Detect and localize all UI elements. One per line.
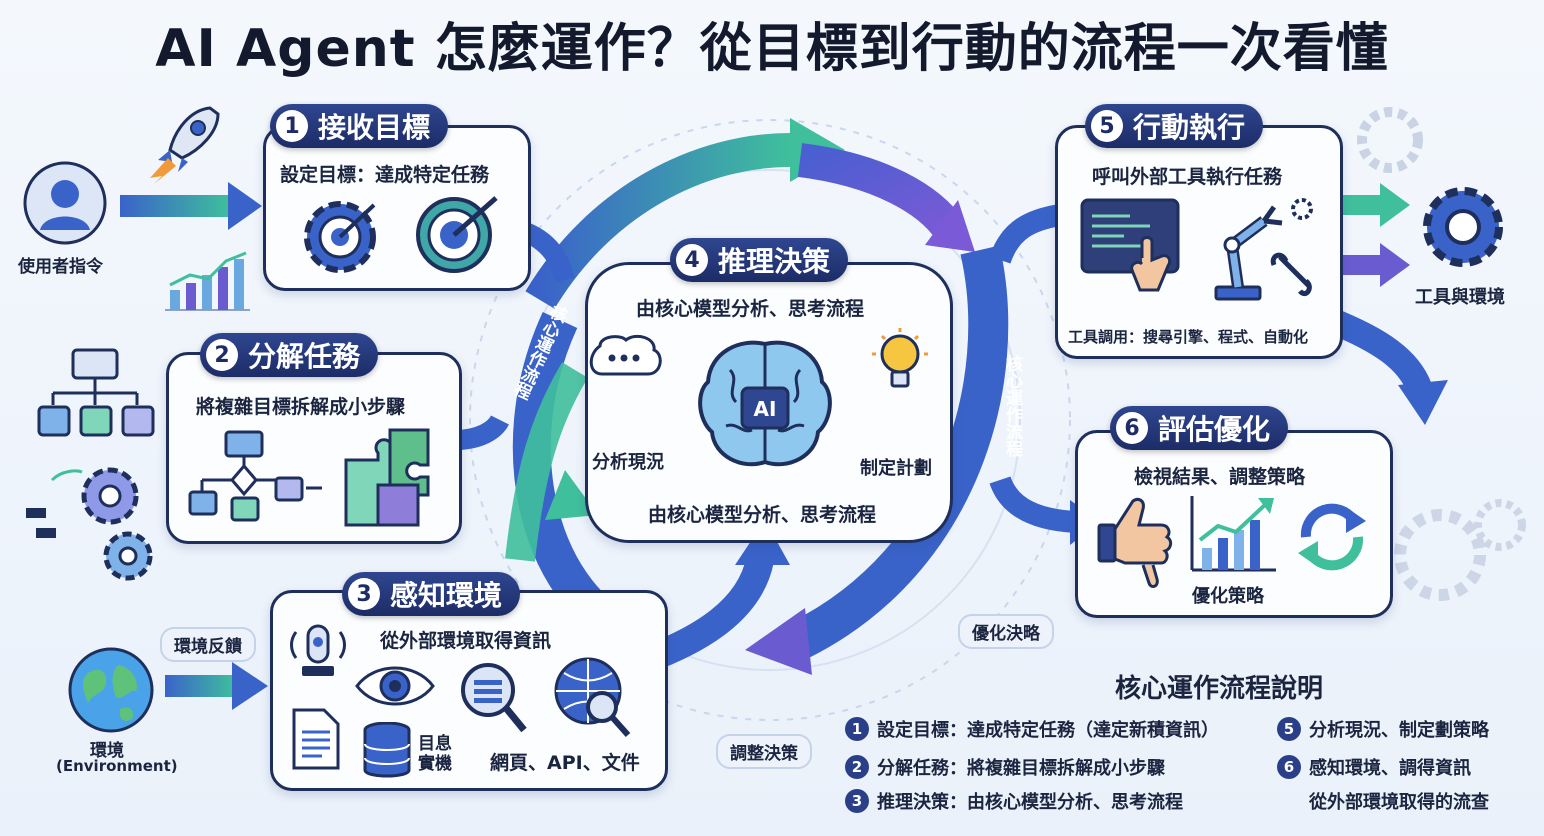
- camera-sensor-icon: [288, 622, 348, 686]
- chat-bubble-icon: [586, 334, 662, 386]
- step-1-subtitle: 設定目標：達成特定任務: [280, 164, 490, 186]
- ring-arrow-right: [790, 245, 1009, 658]
- bar-chart-icon: [160, 245, 255, 319]
- step-4-left-label: 分析現況: [592, 452, 664, 473]
- code-screen-icon: [1080, 198, 1185, 302]
- user-avatar-icon: [22, 160, 108, 250]
- user-command-label: 使用者指令: [18, 257, 103, 277]
- step-4-subtitle: 由核心模型分析、思考流程: [636, 298, 865, 320]
- legend-title: 核心運作流程說明: [1115, 674, 1324, 704]
- step-6-bottom-label: 優化策略: [1192, 586, 1264, 607]
- refresh-icon: [1292, 497, 1372, 581]
- step-5-subtitle: 呼叫外部工具執行任務: [1092, 166, 1283, 188]
- gear-icon: [1418, 182, 1508, 276]
- step-3-db-label: 目息 實機: [418, 734, 452, 774]
- gears-icon: [22, 458, 162, 592]
- document-icon: [290, 708, 342, 774]
- step-2-subtitle: 將複雜目標拆解成小步驟: [196, 396, 406, 418]
- environment-label: 環境: [90, 741, 124, 761]
- magnifier-data-icon: [458, 660, 528, 739]
- step-4-right-label: 制定計劃: [860, 458, 932, 479]
- eye-icon: [355, 660, 435, 716]
- optimize-decision-tag: 優化決略: [958, 614, 1054, 649]
- flowchart-icon: [186, 430, 326, 529]
- adjust-decision-tag: 調整決策: [716, 734, 812, 769]
- puzzle-icon: [338, 425, 438, 534]
- bullseye-icon: [412, 190, 507, 279]
- hierarchy-icon: [35, 345, 155, 444]
- tools-environment-label: 工具與環境: [1415, 287, 1505, 308]
- growth-chart-icon: [1188, 492, 1278, 578]
- brain-ai-icon: AI: [690, 330, 840, 484]
- ring-arrow-right-top: [797, 143, 965, 241]
- step-5-bottom-label: 工具調用：搜尋引擎、程式、自動化: [1068, 328, 1309, 346]
- environment-feedback-tag: 環境反饋: [160, 627, 256, 662]
- page-title: AI Agent 怎麼運作？從目標到行動的流程一次看懂: [155, 19, 1389, 79]
- step-4-bottom-label: 由核心模型分析、思考流程: [648, 504, 877, 526]
- environment-label-en: (Environment): [56, 757, 178, 775]
- lightbulb-icon: [868, 326, 932, 400]
- robot-arm-icon: [1202, 195, 1322, 309]
- thumbs-icon: [1095, 495, 1175, 594]
- ai-chip-text: AI: [754, 397, 777, 421]
- step-3-subtitle: 從外部環境取得資訊: [380, 630, 552, 652]
- rocket-icon: [140, 100, 230, 189]
- step-3-web-label: 網頁、API、文件: [490, 752, 640, 774]
- loop-label-right: 核心運作流程: [1002, 355, 1022, 457]
- globe-search-icon: [552, 655, 632, 744]
- legend-item: 從外部環境取得的流查: [1309, 792, 1489, 813]
- database-icon: [362, 721, 412, 782]
- target-gear-icon: [298, 195, 388, 279]
- globe-icon: [66, 645, 156, 739]
- step-6-subtitle: 檢視結果、調整策略: [1134, 466, 1306, 488]
